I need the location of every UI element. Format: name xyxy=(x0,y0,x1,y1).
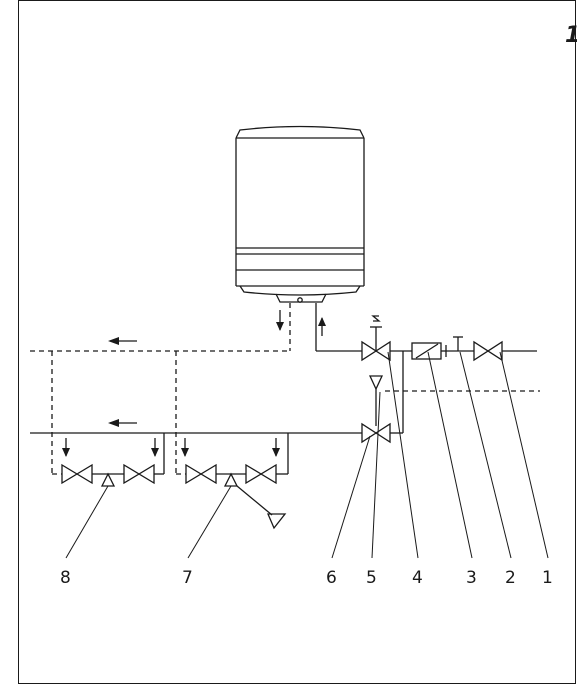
mixer-tap-8 xyxy=(61,463,155,487)
label-2: 2 xyxy=(505,568,516,588)
figure-border xyxy=(18,0,576,684)
label-4: 4 xyxy=(412,568,423,588)
shut-off-valve xyxy=(473,340,503,362)
water-heater-tank xyxy=(235,125,365,303)
pressure-reducer xyxy=(411,342,446,360)
drain-funnel xyxy=(368,375,384,426)
label-5: 5 xyxy=(366,568,377,588)
test-tap xyxy=(445,336,463,357)
hot-water-pipe xyxy=(30,303,540,475)
label-8: 8 xyxy=(60,568,71,588)
figure-number: 1 xyxy=(565,23,577,48)
cold-water-inlet-pipe xyxy=(315,303,537,434)
leader-lines xyxy=(65,351,549,559)
label-3: 3 xyxy=(466,568,477,588)
cold-water-pipe xyxy=(30,432,362,475)
component-labels: 8 7 6 5 4 3 2 1 xyxy=(60,568,553,588)
drain-valve xyxy=(361,422,391,444)
safety-valve xyxy=(361,315,391,362)
flow-arrows xyxy=(62,310,326,457)
mixer-tap-7 xyxy=(185,463,287,530)
label-6: 6 xyxy=(326,568,337,588)
label-7: 7 xyxy=(182,568,193,588)
label-1: 1 xyxy=(542,568,553,588)
